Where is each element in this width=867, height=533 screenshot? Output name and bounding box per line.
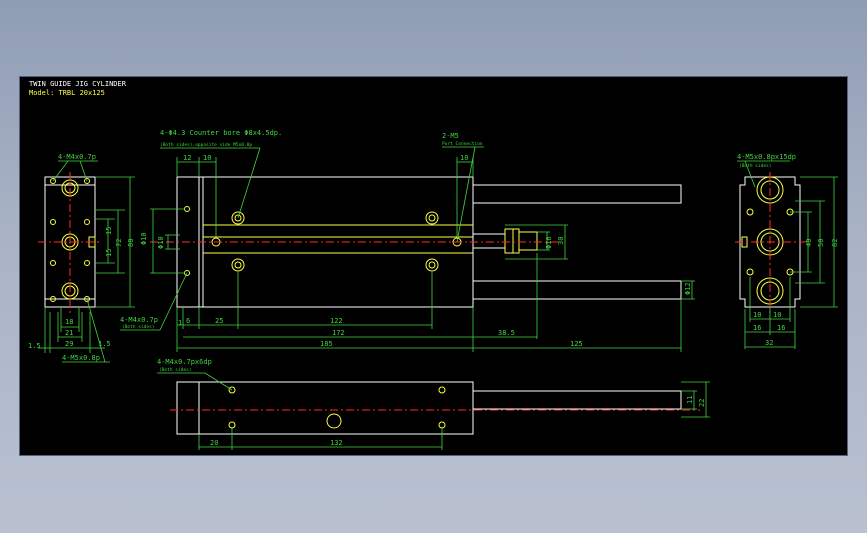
note-counterbore: 4-Φ4.3 Counter bore Φ8x4.5dp. xyxy=(160,129,282,137)
dim-10-r-left: 10 xyxy=(753,311,761,319)
dim-30: 30 xyxy=(557,237,565,245)
dim-12: 12 xyxy=(183,154,191,162)
bottom-view-rod xyxy=(472,390,682,410)
dim-185: 185 xyxy=(320,340,333,348)
right-view-body xyxy=(739,176,801,308)
dim-29: 29 xyxy=(65,340,73,348)
right-end-view: 40 50 82 10 10 16 16 32 4-M5x0.8px15dp (… xyxy=(735,153,839,349)
dim-16-left: 16 xyxy=(753,324,761,332)
dim-72: 72 xyxy=(115,239,123,247)
guide-rod-lower xyxy=(472,280,682,300)
dim-125: 125 xyxy=(570,340,583,348)
dim-21: 21 xyxy=(65,329,73,337)
note-port: 2-M5 xyxy=(442,132,459,140)
bottom-view: 20 132 11 22 4-M4x0.7px6dp (Both sides) xyxy=(157,358,710,450)
dim-42: Φ10 xyxy=(140,232,148,245)
note-port-sub: Port Connection xyxy=(442,141,483,147)
note-left-top: 4-M4x0.7p xyxy=(58,153,96,161)
dim-phi16: Φ16 xyxy=(545,236,553,249)
note-left-bottom: 4-M5x0.8p xyxy=(62,354,100,362)
dim-10-left: 10 xyxy=(203,154,211,162)
dim-1.5-left: 1.5 xyxy=(28,342,41,350)
main-view-holes xyxy=(184,206,462,276)
main-side-view: 12 10 10 Φ10 Φ10 Φ16 30 Φ12 1 xyxy=(120,129,695,352)
dim-6: 6 xyxy=(186,317,190,325)
note-left-mid-sub: (Both sides) xyxy=(122,324,155,330)
dim-82: 82 xyxy=(831,239,839,247)
dim-16-right: 16 xyxy=(777,324,785,332)
drawing-canvas: TWIN GUIDE JIG CYLINDER Model: TRBL 20x1… xyxy=(20,77,847,455)
note-right-top: 4-M5x0.8px15dp xyxy=(737,153,796,161)
dim-18: 18 xyxy=(65,318,73,326)
dim-132: 132 xyxy=(330,439,343,447)
dim-122: 122 xyxy=(330,317,343,325)
drawing-title: TWIN GUIDE JIG CYLINDER xyxy=(29,80,127,88)
dim-25: 25 xyxy=(215,317,223,325)
dim-phi10: Φ10 xyxy=(157,236,165,249)
note-bottom-view: 4-M4x0.7px6dp xyxy=(157,358,212,366)
dim-15-upper: 15 xyxy=(105,227,113,235)
dim-phi12: Φ12 xyxy=(684,282,692,295)
dim-10-r-right: 10 xyxy=(773,311,781,319)
bottom-view-holes xyxy=(228,386,446,429)
left-end-view: 15 15 72 80 18 21 29 1.5 1.5 4-M4x0.7p 4… xyxy=(28,153,135,363)
note-left-mid: 4-M4x0.7p xyxy=(120,316,158,324)
dim-40: 40 xyxy=(805,239,813,247)
dim-32: 32 xyxy=(765,339,773,347)
drawing-model: Model: TRBL 20x125 xyxy=(29,89,105,97)
dim-11: 11 xyxy=(686,396,694,404)
dim-10-right: 10 xyxy=(460,154,468,162)
dim-15-lower: 15 xyxy=(105,249,113,257)
note-counterbore-sub: (Both sides),opposite side M5x0.8p xyxy=(160,142,252,148)
guide-rod-upper xyxy=(472,184,682,204)
dim-50: 50 xyxy=(817,239,825,247)
dim-172: 172 xyxy=(332,329,345,337)
cad-drawing: TWIN GUIDE JIG CYLINDER Model: TRBL 20x1… xyxy=(28,80,839,450)
left-view-holes xyxy=(50,178,96,302)
dim-38.5: 38.5 xyxy=(498,329,515,337)
dim-1: 1 xyxy=(178,319,182,327)
note-bottom-view-sub: (Both sides) xyxy=(159,367,192,373)
note-right-top-sub: (Both sides) xyxy=(739,163,772,169)
dim-22: 22 xyxy=(698,399,706,407)
dim-80: 80 xyxy=(127,239,135,247)
dim-1.5-right: 1.5 xyxy=(98,340,111,348)
dim-20: 20 xyxy=(210,439,218,447)
bottom-view-body xyxy=(198,381,474,435)
